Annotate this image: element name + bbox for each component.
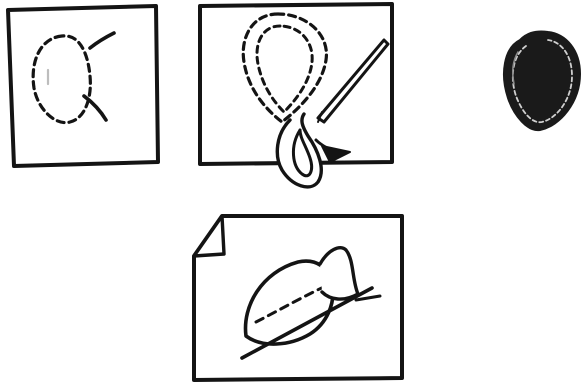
panel-1-lower-stroke bbox=[84, 96, 106, 120]
needle bbox=[318, 40, 388, 122]
panel-1-frame bbox=[8, 6, 158, 166]
panel-3-folded-corner bbox=[194, 216, 224, 256]
sample-patch bbox=[504, 31, 580, 130]
thread-loop bbox=[277, 114, 321, 187]
panel-1 bbox=[8, 6, 158, 166]
thread-tab bbox=[322, 146, 350, 162]
panel-1-upper-stroke bbox=[90, 33, 114, 48]
sample-patch-shape bbox=[504, 31, 580, 130]
panel-2-outer-dashed-loop bbox=[243, 14, 326, 122]
panel-2 bbox=[200, 4, 392, 187]
panel-2-inner-dashed-loop bbox=[257, 26, 312, 112]
needle-shaft bbox=[318, 40, 388, 122]
panel-3 bbox=[194, 216, 402, 380]
panel-1-dashed-oval bbox=[33, 36, 90, 123]
